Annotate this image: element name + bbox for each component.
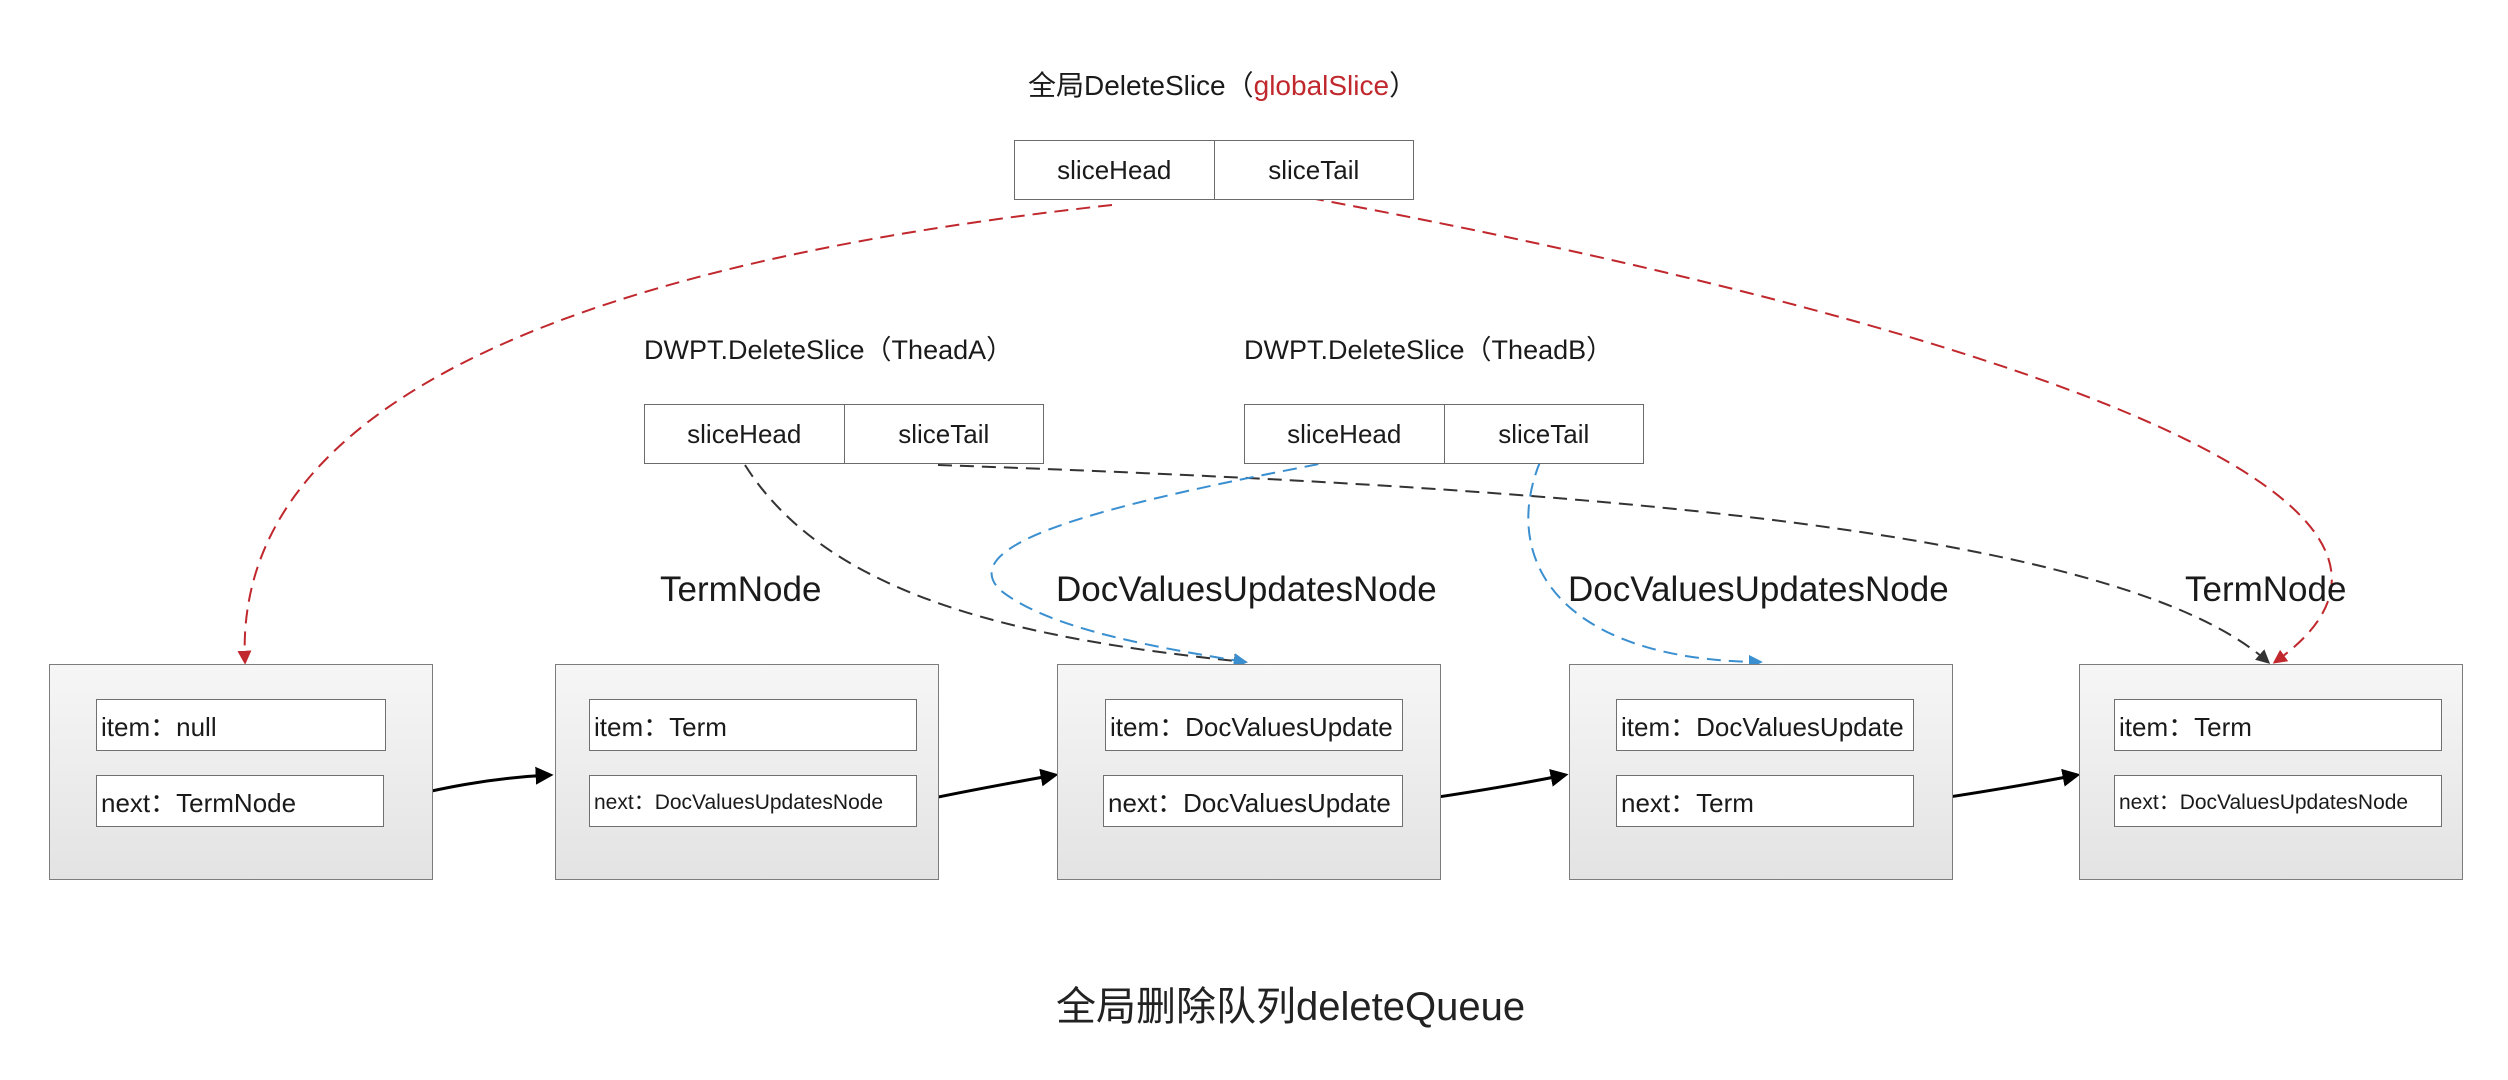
global-slice-title-prefix: 全局DeleteSlice（ (1028, 70, 1254, 101)
thread-b-slice-tail-pointer (1527, 461, 1763, 669)
global-slice-title-highlight: globalSlice (1253, 70, 1390, 101)
queue-node-5: item：Term next：DocValuesUpdatesNode (2079, 664, 2463, 880)
node-2-item: item：Term (589, 699, 917, 751)
thread-a-slice-tail-pointer (937, 464, 2271, 664)
node-label-5: TermNode (2185, 570, 2347, 609)
global-slice-title-suffix: ） (1389, 70, 1418, 101)
node-1-next: next：TermNode (96, 775, 384, 827)
queue-node-2: item：Term next：DocValuesUpdatesNode (555, 664, 939, 880)
node-5-item: item：Term (2114, 699, 2442, 751)
node-3-item: item：DocValuesUpdate (1105, 699, 1403, 751)
thread-b-slice-box: sliceHead sliceTail (1244, 404, 1644, 464)
thread-a-slice-head: sliceHead (687, 418, 802, 449)
thread-a-slice-box: sliceHead sliceTail (644, 404, 1044, 464)
node-4-next: next：Term (1616, 775, 1914, 827)
thread-a-slice-tail: sliceTail (843, 405, 1044, 463)
global-slice-tail-pointer (1309, 197, 2333, 664)
node-4-item: item：DocValuesUpdate (1616, 699, 1914, 751)
global-slice-head: sliceHead (1057, 154, 1172, 185)
node-2-next: next：DocValuesUpdatesNode (589, 775, 917, 827)
node-label-3: DocValuesUpdatesNode (1056, 570, 1437, 609)
diagram-caption: 全局删除队列deleteQueue (1056, 985, 1526, 1029)
global-slice-title: 全局DeleteSlice（globalSlice） (1028, 64, 1417, 104)
node-1-item: item：null (96, 699, 386, 751)
global-slice-tail: sliceTail (1213, 141, 1414, 199)
queue-node-3: item：DocValuesUpdate next：DocValuesUpdat… (1057, 664, 1441, 880)
queue-node-4: item：DocValuesUpdate next：Term (1569, 664, 1953, 880)
thread-a-slice-head-pointer (744, 464, 1248, 668)
global-slice-box: sliceHead sliceTail (1014, 140, 1414, 200)
thread-a-slice-title: DWPT.DeleteSlice（TheadA） (644, 335, 1014, 365)
node-label-2: TermNode (660, 570, 822, 609)
global-slice-head-pointer (237, 204, 1113, 665)
queue-node-1: item：null next：TermNode (49, 664, 433, 880)
node-3-next: next：DocValuesUpdate (1103, 775, 1403, 827)
thread-b-slice-tail: sliceTail (1443, 405, 1644, 463)
thread-b-slice-head: sliceHead (1287, 418, 1402, 449)
node-label-4: DocValuesUpdatesNode (1568, 570, 1949, 609)
node-5-next: next：DocValuesUpdatesNode (2114, 775, 2442, 827)
thread-b-slice-head-pointer (990, 459, 1341, 668)
thread-b-slice-title: DWPT.DeleteSlice（TheadB） (1244, 335, 1614, 365)
